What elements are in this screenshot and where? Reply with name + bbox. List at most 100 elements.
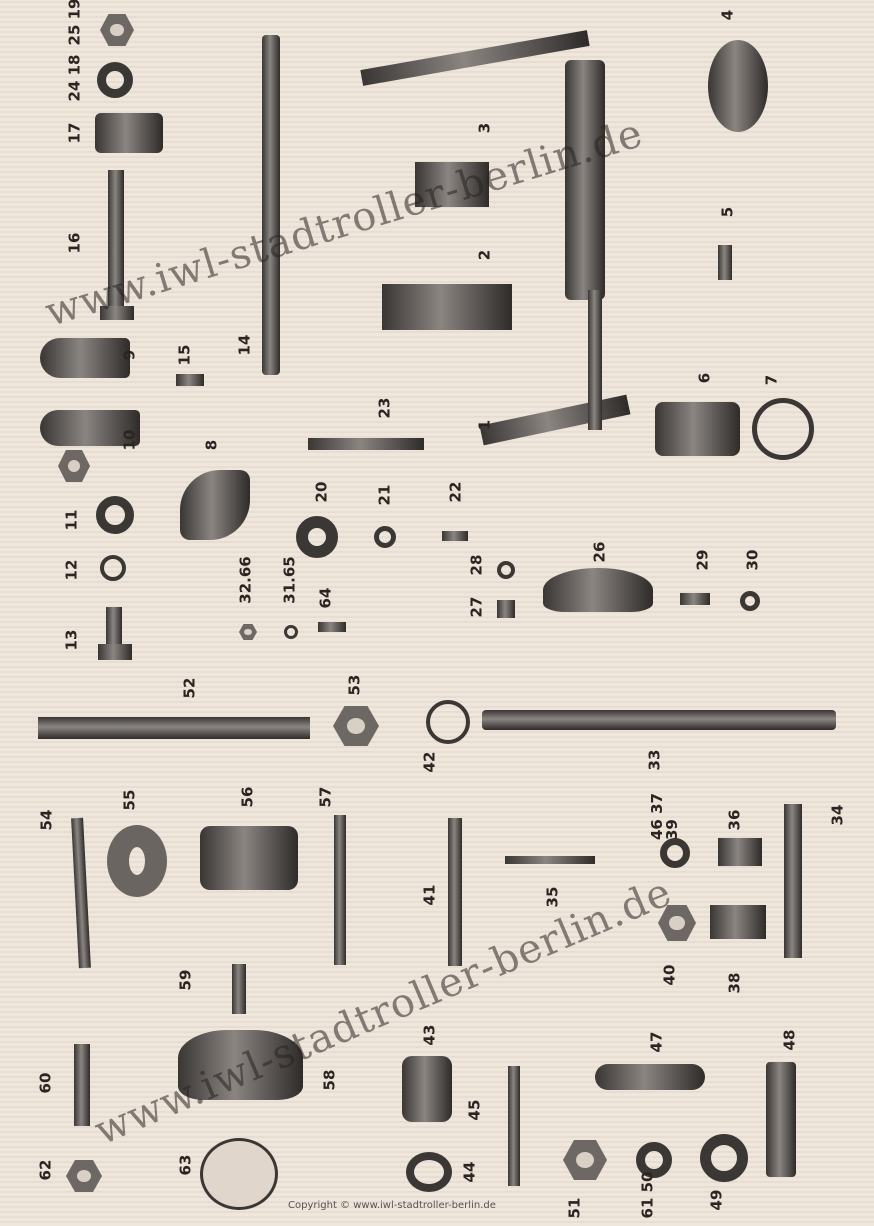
bolt-part-16 <box>108 170 124 310</box>
washer-part-46 <box>660 838 690 868</box>
washer-part-21 <box>374 526 396 548</box>
stand-base-part-1 <box>479 394 631 446</box>
bushing-part-6 <box>655 402 740 456</box>
part-label-33: 33 <box>645 749 664 771</box>
part-label-2: 2 <box>475 249 494 261</box>
part-label-52: 52 <box>180 677 199 699</box>
nut-part-10 <box>58 450 90 482</box>
watermark-middle: www.iwl-stadtroller-berlin.de <box>88 868 679 1155</box>
part-label-5: 5 <box>718 206 737 218</box>
part-label-6: 6 <box>695 372 714 384</box>
ring-part-7 <box>752 398 814 460</box>
bolt-part-45 <box>508 1066 520 1186</box>
nut-part-53 <box>333 706 379 746</box>
part-label-46-37-39: 46 37 39 <box>648 793 681 840</box>
part-label-44: 44 <box>460 1161 479 1183</box>
ring-part-49 <box>700 1134 748 1182</box>
screw-part-64 <box>318 622 346 632</box>
part-label-20: 20 <box>312 481 331 503</box>
screw-part-22 <box>442 531 468 541</box>
screw-part-27 <box>497 600 515 618</box>
part-label-35: 35 <box>543 886 562 908</box>
part-label-62: 62 <box>36 1159 55 1181</box>
part-label-55: 55 <box>120 789 139 811</box>
bushing-part-20 <box>296 516 338 558</box>
lever-part-57 <box>334 815 346 965</box>
part-label-41: 41 <box>420 884 439 906</box>
part-label-36: 36 <box>725 809 744 831</box>
stud-part-23 <box>308 438 424 450</box>
part-label-45: 45 <box>465 1099 484 1121</box>
part-label-21: 21 <box>375 484 394 506</box>
part-label-58: 58 <box>320 1069 339 1091</box>
spring-part-10 <box>40 410 140 446</box>
bolt-part-38 <box>710 905 766 939</box>
part-label-56: 56 <box>238 786 257 808</box>
part-label-49: 49 <box>707 1189 726 1211</box>
part-label-53: 53 <box>345 674 364 696</box>
plate-part-2 <box>382 284 512 330</box>
nut-part-25 <box>100 14 134 46</box>
washer-part-11 <box>96 496 134 534</box>
part-label-32-66: 32.66 <box>236 556 255 604</box>
part-label-54: 54 <box>37 809 56 831</box>
part-label-24-18: 24 18 <box>65 54 84 102</box>
lever-part-34 <box>784 804 802 958</box>
ring-part-31 <box>284 625 298 639</box>
part-label-4: 4 <box>718 9 737 21</box>
bolt-part-48 <box>766 1062 796 1177</box>
pin-part-59 <box>232 964 246 1014</box>
shaft-part-33 <box>482 710 836 730</box>
ring-part-28 <box>497 561 515 579</box>
part-label-38: 38 <box>725 972 744 994</box>
copyright-text: Copyright © www.iwl-stadtroller-berlin.d… <box>288 1200 496 1211</box>
nut-part-51 <box>563 1140 607 1180</box>
stand-leg-part-1 <box>588 290 602 430</box>
lever-part-41 <box>448 818 462 966</box>
part-label-3: 3 <box>475 122 494 134</box>
part-label-27: 27 <box>467 596 486 618</box>
part-label-26: 26 <box>590 541 609 563</box>
nut-part-62 <box>66 1160 102 1192</box>
washer-part-61 <box>636 1142 672 1178</box>
part-label-59: 59 <box>176 969 195 991</box>
brake-shoe-part-26 <box>543 568 653 612</box>
bar-part-14 <box>262 35 280 375</box>
part-label-57: 57 <box>316 786 335 808</box>
part-label-60: 60 <box>36 1072 55 1094</box>
part-label-12: 12 <box>62 559 81 581</box>
circlip-part-42 <box>426 700 470 744</box>
part-label-29: 29 <box>693 549 712 571</box>
stand-arm-part-1 <box>360 30 590 86</box>
part-label-1: 1 <box>475 419 494 431</box>
bearing-part-4 <box>708 40 768 132</box>
bracket-part-8 <box>180 470 250 540</box>
part-label-61-50: 61 50 <box>638 1171 657 1219</box>
part-label-64: 64 <box>316 587 335 609</box>
part-label-25-19: 25 19 <box>65 0 84 46</box>
washer-part-30 <box>740 591 760 611</box>
spring-stand-part-35 <box>505 856 595 864</box>
screw-part-36 <box>718 838 762 866</box>
bolt-part-5 <box>718 245 732 280</box>
bolt-part-60 <box>74 1044 90 1126</box>
sleeve-part-17 <box>95 113 163 153</box>
ring-part-12 <box>100 555 126 581</box>
bolt-part-13 <box>106 607 122 647</box>
nut-part-32 <box>239 624 257 640</box>
part-label-16: 16 <box>65 232 84 254</box>
cover-part-63 <box>200 1138 278 1210</box>
part-label-42: 42 <box>420 751 439 773</box>
part-label-40: 40 <box>660 964 679 986</box>
part-label-48: 48 <box>780 1029 799 1051</box>
part-label-23: 23 <box>375 397 394 419</box>
part-label-47: 47 <box>647 1031 666 1053</box>
bushing-part-43 <box>402 1056 452 1122</box>
part-label-8: 8 <box>202 439 221 451</box>
part-label-30: 30 <box>743 549 762 571</box>
washer-part-24 <box>97 62 133 98</box>
part-label-10: 10 <box>120 429 139 451</box>
part-label-43: 43 <box>420 1024 439 1046</box>
part-label-31-65: 31.65 <box>280 556 299 604</box>
part-label-34: 34 <box>828 804 847 826</box>
